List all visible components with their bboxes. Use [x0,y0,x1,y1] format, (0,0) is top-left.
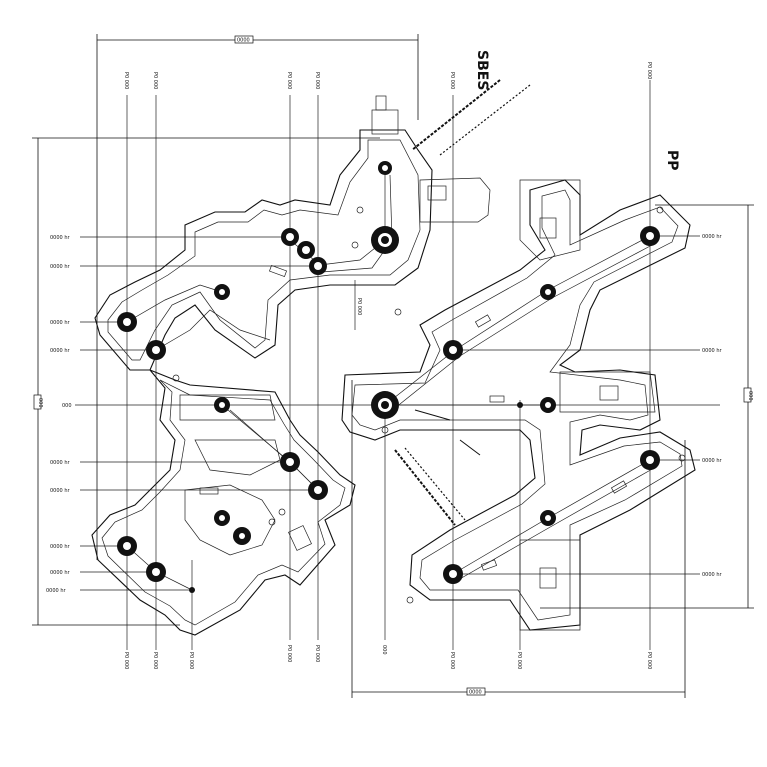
bottom-tag: P0 000 [449,652,455,669]
right-labels: 0000 hr 0000 hr 0000 hr 0000 hr [702,234,722,578]
dim-right-value: 000 [747,391,753,401]
right-harness-outline [341,177,696,631]
terminal [540,397,556,413]
dim-left-value: 000 [37,398,43,408]
terminal [280,452,300,472]
terminal [309,257,327,275]
terminal [640,450,660,470]
terminal [540,510,556,526]
left-harness-outline [91,129,433,636]
right-label: 0000 hr [702,348,722,354]
note-callouts [394,79,531,526]
center-tag: P0 000 [356,298,362,315]
bottom-tag: P0 000 [152,652,158,669]
bottom-tag: 000 [381,645,387,655]
terminal [146,340,166,360]
bottom-tag: P0 000 [286,645,292,662]
right-label: 0000 hr [702,572,722,578]
terminal [297,241,315,259]
top-tag: P0 000 [314,72,320,89]
dimension-lines [32,34,754,698]
left-label: 0000 hr [50,320,70,326]
terminal [214,397,230,413]
dim-bottom-value: 0000 [469,690,482,696]
terminal [233,527,251,545]
right-label: 0000 hr [702,234,722,240]
left-label: 0000 hr [50,544,70,550]
connectors [199,95,628,589]
left-label: 0000 hr [50,264,70,270]
terminal [540,284,556,300]
terminal [517,402,523,408]
left-label: 0000 hr [50,460,70,466]
terminal [281,228,299,246]
terminals [117,161,686,604]
leader-lines [75,235,720,591]
bottom-tags: P0 000 P0 000 P0 000 P0 000 P0 000 000 P… [123,645,652,669]
stamp-right: PP [664,150,680,171]
terminal [640,226,660,246]
terminal [214,510,230,526]
top-tag: P0 000 [646,62,652,79]
terminal [189,587,195,593]
left-label: 0000 hr [46,588,66,594]
left-label: 0000 hr [50,570,70,576]
terminal [371,391,399,419]
terminal [308,480,328,500]
terminal [443,564,463,584]
top-tag: P0 000 [286,72,292,89]
dimension-value-boxes: 0000 0000 000 000 [33,35,753,696]
bottom-tag: P0 000 [188,652,194,669]
stamp-top-right: SBES [474,50,490,90]
terminal [443,340,463,360]
top-tag: P0 000 [123,72,129,89]
right-label: 0000 hr [702,458,722,464]
bottom-tag: P0 000 [123,652,129,669]
left-labels: 0000 hr 0000 hr 0000 hr 0000 hr 000 0000… [46,235,72,594]
left-label: 0000 hr [50,488,70,494]
left-label: 0000 hr [50,235,70,241]
top-tag: P0 000 [152,72,158,89]
top-tags: P0 000 P0 000 P0 000 P0 000 P0 000 P0 00… [123,62,652,89]
left-label: 000 [62,403,72,409]
terminal [378,161,392,175]
left-label: 0000 hr [50,348,70,354]
bottom-tag: P0 000 [646,652,652,669]
terminal [146,562,166,582]
terminal [214,284,230,300]
top-tag: P0 000 [449,72,455,89]
terminal [117,312,137,332]
bottom-tag: P0 000 [516,652,522,669]
bottom-tag: P0 000 [314,645,320,662]
dim-top-value: 0000 [237,38,250,44]
terminal [371,226,399,254]
terminal [117,536,137,556]
